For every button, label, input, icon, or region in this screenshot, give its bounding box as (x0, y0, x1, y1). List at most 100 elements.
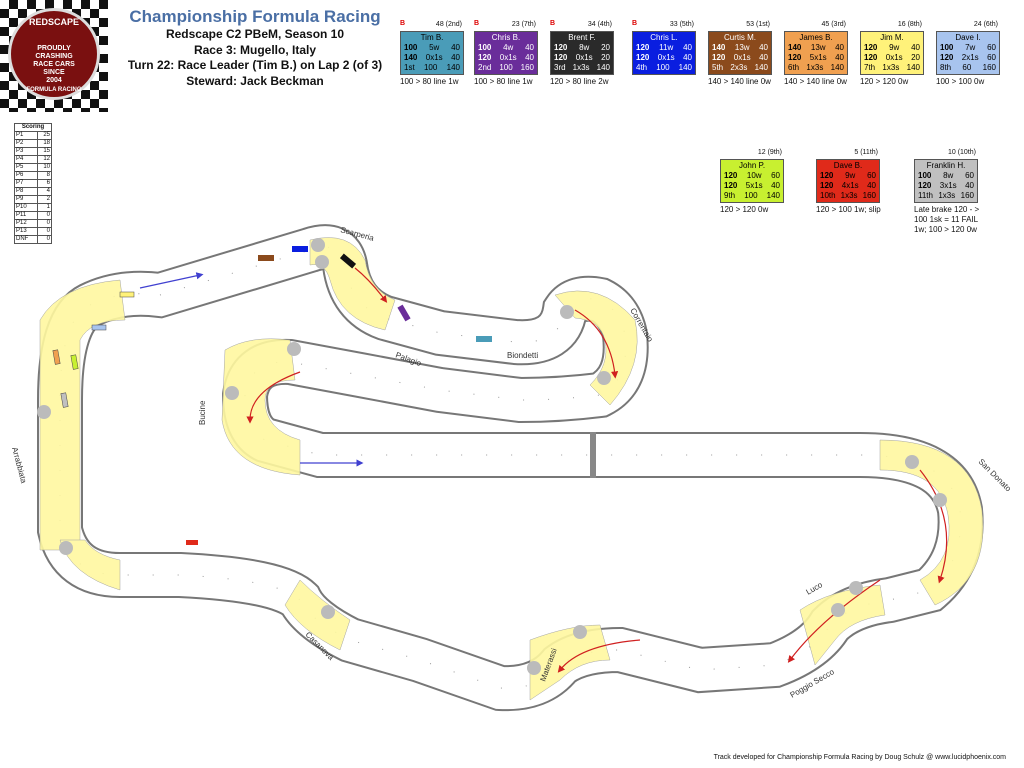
move-arrows (246, 267, 948, 673)
stat-value: 140 (830, 63, 844, 72)
stat-value: 4x1s (841, 181, 859, 190)
stat-value: 1x3s (840, 191, 858, 200)
car-number: 45 (3rd) (821, 21, 846, 28)
logo-text: PROUDLY (37, 45, 71, 52)
driver-move-note: Late brake 120 - > 100 1sk = 11 FAIL 1w;… (914, 205, 980, 234)
driver-name: Jim M. (880, 33, 904, 42)
car-curtis-m (258, 255, 274, 261)
car-number: 12 (9th) (757, 149, 782, 156)
driver-name: Dave I. (955, 33, 981, 42)
speed-marker (597, 371, 611, 385)
car-brent-f (339, 253, 357, 269)
redscape-logo: REDSCAPE PROUDLY CRASHING RACE CARS SINC… (0, 0, 108, 112)
stat-value: 140 (446, 63, 460, 72)
car-franklin-h (60, 392, 69, 408)
driver-name: John P. (738, 161, 766, 170)
car-number: 5 (11th) (854, 149, 878, 156)
stat-value: 160 (982, 63, 996, 72)
stat-value: 7th (864, 63, 876, 72)
stat-value: 20 (601, 43, 610, 52)
card-header: 45 (3rd) (784, 20, 848, 31)
speed-marker (905, 455, 919, 469)
car-dave-i (91, 324, 107, 331)
driver-name: Dave B. (833, 161, 863, 170)
driver-name: Chris B. (491, 33, 521, 42)
logo-text-top: REDSCAPE (28, 17, 79, 27)
corner-label-san-donato: San Donato (977, 457, 1014, 494)
stat-value: 120 (864, 43, 878, 52)
stat-value: 1x3s (938, 191, 956, 200)
stat-row: 1st 100 140 (401, 63, 463, 73)
corner-zones (39, 237, 984, 701)
stat-value: 100 (423, 63, 438, 72)
stat-value: 140 (678, 63, 692, 72)
start-finish-line (590, 432, 596, 478)
stat-value: 4w (503, 43, 514, 52)
speed-marker (59, 541, 73, 555)
stat-value: 0x1s (885, 53, 903, 62)
stat-value: 10w (746, 171, 762, 180)
car-number: 34 (4th) (587, 21, 612, 28)
driver-move-note: 100 > 80 line 1w (474, 77, 533, 86)
logo-text: RACE CARS (33, 61, 75, 68)
season-label: Redscape C2 PBeM, Season 10 (165, 27, 345, 41)
stat-value: 40 (867, 181, 876, 190)
blocked-flag: B (550, 20, 556, 27)
corner-label-biondetti: Biondetti (507, 351, 538, 360)
driver-name: Chris L. (650, 33, 678, 42)
driver-move-note: 120 > 120 0w (860, 77, 909, 86)
stat-value: 120 (788, 53, 802, 62)
driver-name: Franklin H. (926, 161, 966, 170)
stat-value: 20 (601, 53, 610, 62)
driver-name: Curtis M. (724, 33, 756, 42)
stat-value: 60 (965, 171, 974, 180)
stat-value: 40 (835, 43, 844, 52)
stat-value: 140 (754, 63, 768, 72)
stat-value: 120 (820, 171, 834, 180)
stat-value: 40 (911, 43, 920, 52)
driver-move-note: 120 > 100 1w; slip (816, 205, 881, 214)
footer-credit: Track developed for Championship Formula… (713, 754, 1006, 761)
stat-value: 40 (525, 53, 534, 62)
stat-value: 0x1s (657, 53, 675, 62)
blocked-flag: B (632, 20, 638, 27)
stat-value: 1st (404, 63, 415, 72)
card-header: 53 (1st) (708, 20, 772, 31)
page-title: Championship Formula Racing (129, 7, 381, 26)
race-header: Championship Formula Racing Redscape C2 … (110, 6, 400, 89)
car-number: 48 (2nd) (435, 21, 462, 28)
speed-marker (225, 386, 239, 400)
stat-value: 13w (734, 43, 750, 52)
stat-value: 0x1s (499, 53, 517, 62)
speed-marker (287, 342, 301, 356)
driver-name: Tim B. (420, 33, 444, 42)
stat-value: 60 (771, 171, 780, 180)
stat-value: 8w (943, 171, 954, 180)
car-chris-l (292, 246, 308, 252)
stat-value: 9w (845, 171, 856, 180)
stat-value: 10th (820, 191, 836, 200)
car-tim-b (476, 336, 492, 342)
seal-emblem: REDSCAPE PROUDLY CRASHING RACE CARS SINC… (8, 8, 100, 100)
